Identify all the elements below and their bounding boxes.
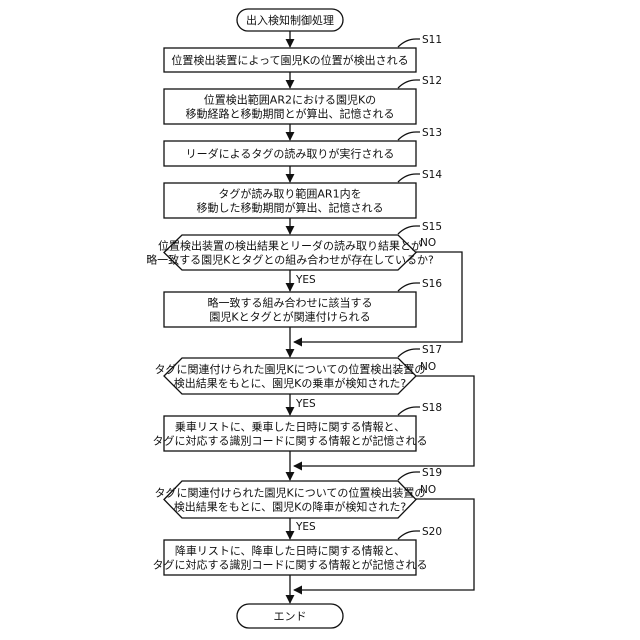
step-id-leader-s14 xyxy=(398,174,420,182)
step-id-s17: S17 xyxy=(422,344,442,356)
step-s13: リーダによるタグの読み取りが実行される S13 xyxy=(164,127,442,166)
no-label-s17: NO xyxy=(420,361,436,373)
step-id-leader-s17 xyxy=(398,349,420,357)
step-id-leader-s11 xyxy=(398,39,420,47)
step-id-s19: S19 xyxy=(422,467,442,479)
step-text-s18-line-2: タグに対応する識別コードに関する情報とが記憶される xyxy=(153,434,428,448)
step-text-s20-line-1: 降車リストに、降車した日時に関する情報と、 xyxy=(175,544,405,558)
step-text-s12-line-1: 位置検出範囲AR2における園児Kの xyxy=(204,93,376,107)
step-id-leader-s19 xyxy=(398,472,420,480)
end-label: エンド xyxy=(274,610,307,623)
step-text-s12-line-2: 移動経路と移動期間とが算出、記憶される xyxy=(186,107,395,121)
step-id-leader-s20 xyxy=(398,531,420,539)
step-text-s15-line-2: 略一致する園児Kとタグとの組み合わせが存在しているか? xyxy=(146,253,434,267)
yes-label-s17: YES xyxy=(295,398,316,410)
no-label-s19: NO xyxy=(420,484,436,496)
step-text-s13-line-1: リーダによるタグの読み取りが実行される xyxy=(186,147,395,161)
start-terminal: 出入検知制御処理 xyxy=(237,9,343,31)
step-id-s15: S15 xyxy=(422,221,442,233)
step-id-leader-s18 xyxy=(398,407,420,415)
step-text-s17-line-2: 検出結果をもとに、園児Kの乗車が検知された? xyxy=(174,376,407,390)
step-text-s20-line-2: タグに対応する識別コードに関する情報とが記憶される xyxy=(153,558,428,572)
yes-label-s19: YES xyxy=(295,521,316,533)
step-text-s16-line-1: 略一致する組み合わせに該当する xyxy=(208,296,373,310)
step-s20: 降車リストに、降車した日時に関する情報と、タグに対応する識別コードに関する情報と… xyxy=(153,526,443,575)
step-s12: 位置検出範囲AR2における園児Kの移動経路と移動期間とが算出、記憶される S12 xyxy=(164,75,442,124)
step-s11: 位置検出装置によって園児Kの位置が検出される S11 xyxy=(164,34,442,72)
yes-label-s15: YES xyxy=(295,274,316,286)
step-text-s19-line-2: 検出結果をもとに、園児Kの降車が検知された? xyxy=(174,500,407,514)
steps: 位置検出装置によって園児Kの位置が検出される S11 位置検出範囲AR2における園児… xyxy=(146,34,442,575)
step-id-leader-s16 xyxy=(398,283,420,291)
step-text-s14-line-2: 移動した移動期間が算出、記憶される xyxy=(197,201,384,215)
step-s19: タグに関連付けられた園児Kについての位置検出装置の検出結果をもとに、園児Kの降車… xyxy=(155,467,442,518)
step-text-s17-line-1: タグに関連付けられた園児Kについての位置検出装置の xyxy=(155,362,426,376)
end-terminal: エンド xyxy=(237,604,343,628)
step-id-s18: S18 xyxy=(422,402,442,414)
step-s15: 位置検出装置の検出結果とリーダの読み取り結果とが略一致する園児Kとタグとの組み合… xyxy=(146,221,442,270)
step-s14: タグが読み取り範囲AR1内を移動した移動期間が算出、記憶される S14 xyxy=(164,169,442,218)
step-id-s11: S11 xyxy=(422,34,442,46)
step-text-s11-line-1: 位置検出装置によって園児Kの位置が検出される xyxy=(171,53,408,67)
step-text-s16-line-2: 園児Kとタグとが関連付けられる xyxy=(209,310,370,324)
step-s17: タグに関連付けられた園児Kについての位置検出装置の検出結果をもとに、園児Kの乗車… xyxy=(155,344,442,394)
step-id-leader-s13 xyxy=(398,132,420,140)
step-id-leader-s12 xyxy=(398,80,420,88)
step-text-s15-line-1: 位置検出装置の検出結果とリーダの読み取り結果とが xyxy=(158,239,422,253)
step-text-s18-line-1: 乗車リストに、乗車した日時に関する情報と、 xyxy=(175,420,405,434)
step-id-s12: S12 xyxy=(422,75,442,87)
step-id-s14: S14 xyxy=(422,169,442,181)
start-label: 出入検知制御処理 xyxy=(246,13,334,27)
step-id-s20: S20 xyxy=(422,526,442,538)
step-id-s13: S13 xyxy=(422,127,442,139)
no-label-s15: NO xyxy=(420,237,436,249)
step-id-leader-s15 xyxy=(398,226,420,234)
step-id-s16: S16 xyxy=(422,278,442,290)
step-text-s19-line-1: タグに関連付けられた園児Kについての位置検出装置の xyxy=(155,486,426,500)
step-text-s14-line-1: タグが読み取り範囲AR1内を xyxy=(218,187,361,201)
